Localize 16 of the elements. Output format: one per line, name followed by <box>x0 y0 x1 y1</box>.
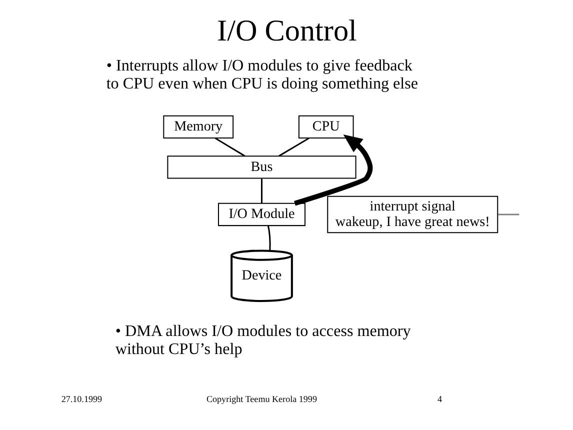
node-box: Memory <box>162 115 234 139</box>
node-box: interrupt signal wakeup, I have great news! <box>326 196 498 234</box>
connector <box>497 214 519 216</box>
label: 4 <box>437 394 442 404</box>
connector <box>266 225 270 251</box>
label: Copyright Teemu Kerola 1999 <box>206 394 316 404</box>
connector <box>278 138 309 157</box>
arrow <box>294 134 372 206</box>
connector <box>260 178 262 204</box>
label: • Interrupts allow I/O modules to give feedback to CPU even when CPU is doing something else <box>106 57 418 93</box>
node-box: CPU <box>298 115 354 139</box>
node-box: I/O Module <box>217 202 305 226</box>
label: • DMA allows I/O modules to access memory without CPU’s help <box>114 323 410 358</box>
diagram-title: I/O Control <box>216 13 356 48</box>
node-box: Bus <box>166 156 356 179</box>
label: 27.10.1999 <box>60 394 102 404</box>
